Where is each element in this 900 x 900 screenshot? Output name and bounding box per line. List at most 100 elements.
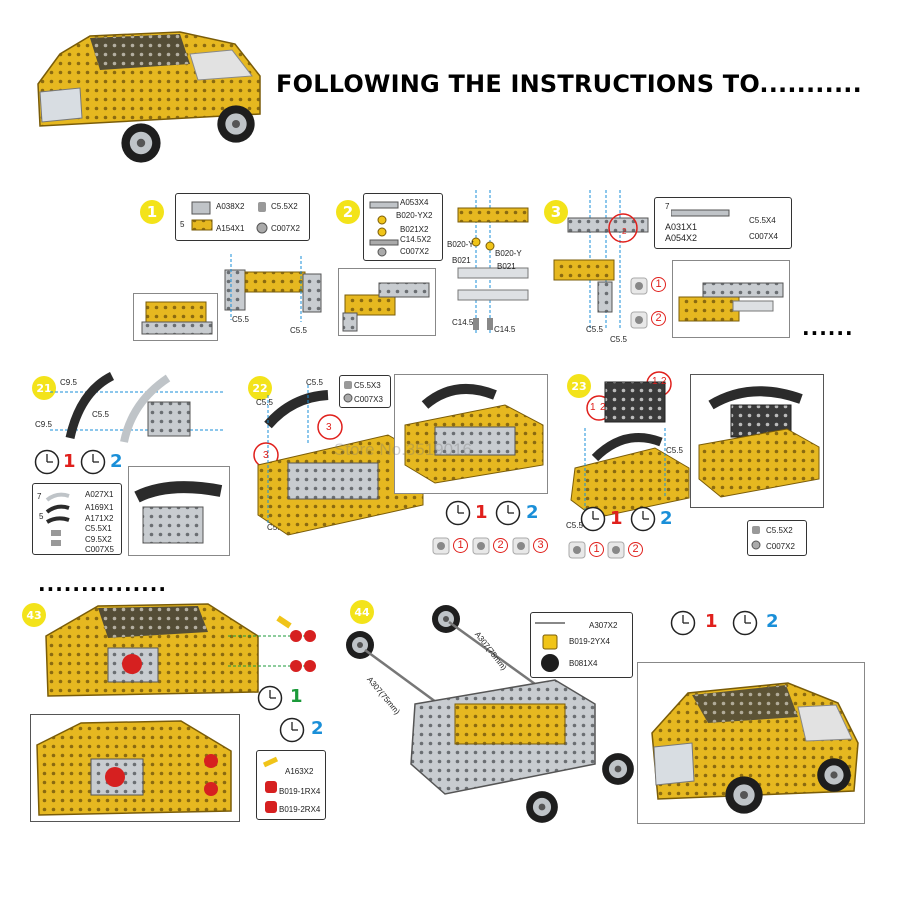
step-21-badge: 21 <box>32 376 56 400</box>
sequence-number: 1 <box>589 542 604 557</box>
bolt-nut-icon <box>343 381 353 403</box>
step-44-badge: 44 <box>350 600 374 624</box>
step-2-badge: 2 <box>336 200 360 224</box>
step-43-parts-box: A163X2 B019-1RX4 B019-2RX4 <box>256 750 326 820</box>
step-21-assembly <box>40 371 230 452</box>
circle-number: 3 <box>263 450 269 461</box>
ellipsis-continuation: ............... <box>38 572 167 596</box>
part-label: C5.5X4 <box>749 216 776 225</box>
callout-label: C14.5 <box>452 318 474 327</box>
clock-icon <box>670 610 696 636</box>
sequence-number: 2 <box>651 311 666 326</box>
sequence-number: 1 <box>705 611 718 632</box>
sequence-number: 1 <box>453 538 468 553</box>
part-label: C007X4 <box>749 232 778 241</box>
circle-number: 1 <box>590 402 596 413</box>
parts-icons <box>45 492 70 546</box>
callout-label: C9.5 <box>35 420 52 429</box>
callout-label: C5.5 <box>586 325 603 334</box>
circle-number: 2 <box>600 402 606 413</box>
step-43-result-frame <box>30 714 240 822</box>
sequence-chip-icon <box>512 537 530 555</box>
bolt-nut-icon <box>751 526 761 550</box>
callout-label: C5.5 <box>267 523 284 532</box>
part-label: B081X4 <box>569 659 598 668</box>
step-21-result-frame <box>128 466 230 556</box>
part-count-number: 7 <box>665 202 670 211</box>
step-2-parts-box: A053X4 B020-YX2 B021X2 C14.5X2 C007X2 <box>363 193 443 261</box>
sequence-number: 2 <box>493 538 508 553</box>
part-label: A163X2 <box>285 767 314 776</box>
step-43-assembly <box>38 596 338 706</box>
bracket-part-icon <box>191 201 213 231</box>
step-43-badge: 43 <box>22 603 46 627</box>
sequence-number: 1 <box>63 451 76 472</box>
sequence-chip-icon <box>472 537 490 555</box>
ellipsis-continuation: ...... <box>802 316 854 340</box>
callout-label: C5.5 <box>666 446 683 455</box>
sequence-number: 3 <box>533 538 548 553</box>
sequence-number: 1 <box>651 277 666 292</box>
part-label: C5.5X3 <box>354 381 381 390</box>
step-3-result-frame <box>672 260 790 338</box>
clock-icon <box>257 685 283 711</box>
part-count-number: 7 <box>37 492 42 501</box>
callout-label: C5.5 <box>610 335 627 344</box>
callout-label: C5.5 <box>92 410 109 419</box>
step-3-badge: 3 <box>544 200 568 224</box>
sequence-chip-icon <box>607 541 625 559</box>
step-3-assembly <box>548 190 668 340</box>
sequence-number: 2 <box>628 542 643 557</box>
sequence-number: 2 <box>766 611 779 632</box>
instructions-headline: FOLLOWING THE INSTRUCTIONS TO........... <box>276 70 862 98</box>
callout-label: B021 <box>452 256 471 265</box>
step-23-parts-box: C5.5X2 C007X2 <box>747 520 807 556</box>
clock-icon <box>580 506 606 532</box>
part-label: A154X1 <box>216 224 245 233</box>
sequence-number: 2 <box>311 718 324 739</box>
part-label: C007X2 <box>271 224 300 233</box>
clock-icon <box>34 449 60 475</box>
part-label: B019-2YX4 <box>569 637 610 646</box>
part-count-number: 5 <box>39 512 44 521</box>
parts-icons <box>262 756 279 813</box>
sequence-number: 1 <box>290 686 303 707</box>
callout-label: B020-Y <box>495 249 522 258</box>
part-label: A038X2 <box>216 202 245 211</box>
sequence-chip-icon <box>432 537 450 555</box>
callout-label: B021 <box>497 262 516 271</box>
store-watermark: Store No.3519016 <box>334 440 472 459</box>
part-label: A171X2 <box>85 514 114 523</box>
callout-label: B020-Y <box>447 240 474 249</box>
strip-part-icon <box>671 209 730 217</box>
step-21-parts-box: 7 5 A027X1 A169X1 A171X2 C5.5X1 C9.5X2 C… <box>32 483 122 555</box>
step-23-badge: 23 <box>567 374 591 398</box>
clock-icon <box>445 500 471 526</box>
clock-icon <box>732 610 758 636</box>
callout-label: C5.5 <box>256 398 273 407</box>
sequence-chip-icon <box>568 541 586 559</box>
circle-number: 3 <box>326 422 332 433</box>
part-label: C5.5X2 <box>271 202 298 211</box>
step-1-assembly <box>215 250 325 330</box>
part-count-number: 5 <box>180 220 185 229</box>
sequence-number: 2 <box>110 451 123 472</box>
part-label: A031X1 <box>665 222 698 232</box>
part-label: A307X2 <box>589 621 618 630</box>
clock-icon <box>279 717 305 743</box>
clock-icon <box>80 449 106 475</box>
hero-car-illustration <box>20 14 270 164</box>
final-car-frame <box>637 662 865 824</box>
part-label: A169X1 <box>85 503 114 512</box>
step-44-parts-box: A307X2 B019-2YX4 B081X4 <box>530 612 633 678</box>
clock-icon <box>630 506 656 532</box>
step-1-badge: 1 <box>140 200 164 224</box>
clock-icon <box>495 500 521 526</box>
part-label: B019-2RX4 <box>279 805 321 814</box>
step-1-result-frame <box>133 293 218 341</box>
step-2-result-frame <box>338 268 436 336</box>
callout-label: C5.5 <box>290 326 307 335</box>
step-3-parts-box: 7 A031X1 A054X2 C5.5X4 C007X4 <box>654 197 792 249</box>
part-label: C5.5X2 <box>766 526 793 535</box>
part-label: A053X4 <box>400 198 429 207</box>
